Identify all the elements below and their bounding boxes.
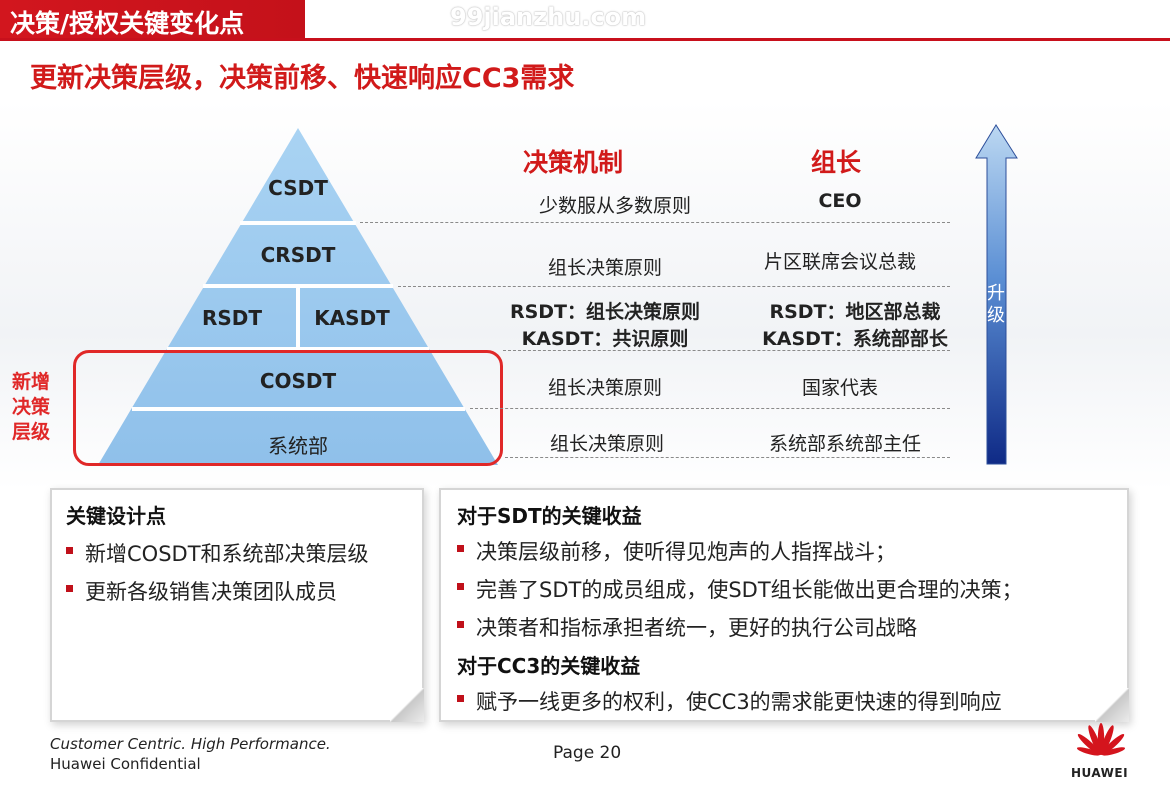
header-rule xyxy=(0,38,1170,41)
mechanism-kasdt: KASDT：共识原则 xyxy=(521,328,689,350)
design-point-item: 新增COSDT和系统部决策层级 xyxy=(66,538,369,568)
sdt-benefit-item: 决策层级前移，使听得见炮声的人指挥战斗； xyxy=(457,536,896,566)
huawei-logo-icon xyxy=(1076,723,1126,756)
row-divider xyxy=(398,286,950,287)
page-curl xyxy=(390,688,424,722)
page-curl xyxy=(1095,688,1129,722)
mechanism-cosdt: 组长决策原则 xyxy=(547,377,662,399)
row-divider xyxy=(470,408,950,409)
level-csdt: CSDT xyxy=(268,176,328,200)
level-cosdt: COSDT xyxy=(259,369,337,393)
leader-csdt: CEO xyxy=(818,190,862,212)
upgrade-arrow xyxy=(975,124,1018,465)
new-levels-highlight xyxy=(73,350,503,466)
mechanism-csdt: 少数服从多数原则 xyxy=(538,195,691,217)
mechanism-crsdt: 组长决策原则 xyxy=(547,257,662,279)
title-bar: 决策/授权关键变化点 xyxy=(0,0,305,40)
sdt-benefit-item: 决策者和指标承担者统一，更好的执行公司战略 xyxy=(457,612,917,642)
cc3-benefit-item: 赋予一线更多的权利，使CC3的需求能更快速的得到响应 xyxy=(457,686,1002,716)
footer-confidential: Huawei Confidential xyxy=(50,755,201,773)
row-divider xyxy=(360,222,950,223)
slide-subtitle: 更新决策层级，决策前移、快速响应CC3需求 xyxy=(30,63,575,94)
huawei-logo-text: HUAWEI xyxy=(1071,766,1129,780)
footer-slogan: Customer Centric. High Performance. xyxy=(50,735,331,753)
design-points-title: 关键设计点 xyxy=(66,504,166,528)
design-points-panel: 关键设计点 新增COSDT和系统部决策层级 更新各级销售决策团队成员 xyxy=(50,488,424,722)
benefits-panel: 对于SDT的关键收益 决策层级前移，使听得见炮声的人指挥战斗； 完善了SDT的成… xyxy=(439,488,1129,722)
leader-header: 组长 xyxy=(811,148,862,177)
new-levels-label: 新增决策层级 xyxy=(12,371,51,443)
pyramid-diagram xyxy=(98,124,1018,465)
row-divider xyxy=(503,350,950,351)
leader-cosdt: 国家代表 xyxy=(801,377,878,399)
mechanism-header: 决策机制 xyxy=(523,148,624,177)
level-crsdt: CRSDT xyxy=(260,243,336,267)
cc3-benefits-title: 对于CC3的关键收益 xyxy=(457,654,641,678)
mechanism-system-dept: 组长决策原则 xyxy=(549,433,664,455)
row-divider xyxy=(505,457,950,458)
level-rsdt: RSDT xyxy=(201,306,263,330)
leader-kasdt: KASDT：系统部部长 xyxy=(762,328,948,350)
slide-title: 决策/授权关键变化点 xyxy=(10,9,245,38)
leader-rsdt: RSDT：地区部总裁 xyxy=(769,301,941,323)
sdt-benefit-item: 完善了SDT的成员组成，使SDT组长能做出更合理的决策； xyxy=(457,574,1023,604)
leader-system-dept: 系统部系统部主任 xyxy=(768,433,921,455)
upgrade-label: 升级 xyxy=(987,283,1005,326)
design-point-item: 更新各级销售决策团队成员 xyxy=(66,576,337,606)
level-system-dept: 系统部 xyxy=(268,434,328,458)
level-kasdt: KASDT xyxy=(314,306,390,330)
leader-crsdt: 片区联席会议总裁 xyxy=(763,251,916,273)
page-number: Page 20 xyxy=(553,743,622,763)
watermark: 99jianzhu.com xyxy=(450,3,647,31)
mechanism-rsdt: RSDT：组长决策原则 xyxy=(509,301,701,323)
sdt-benefits-title: 对于SDT的关键收益 xyxy=(457,504,642,528)
